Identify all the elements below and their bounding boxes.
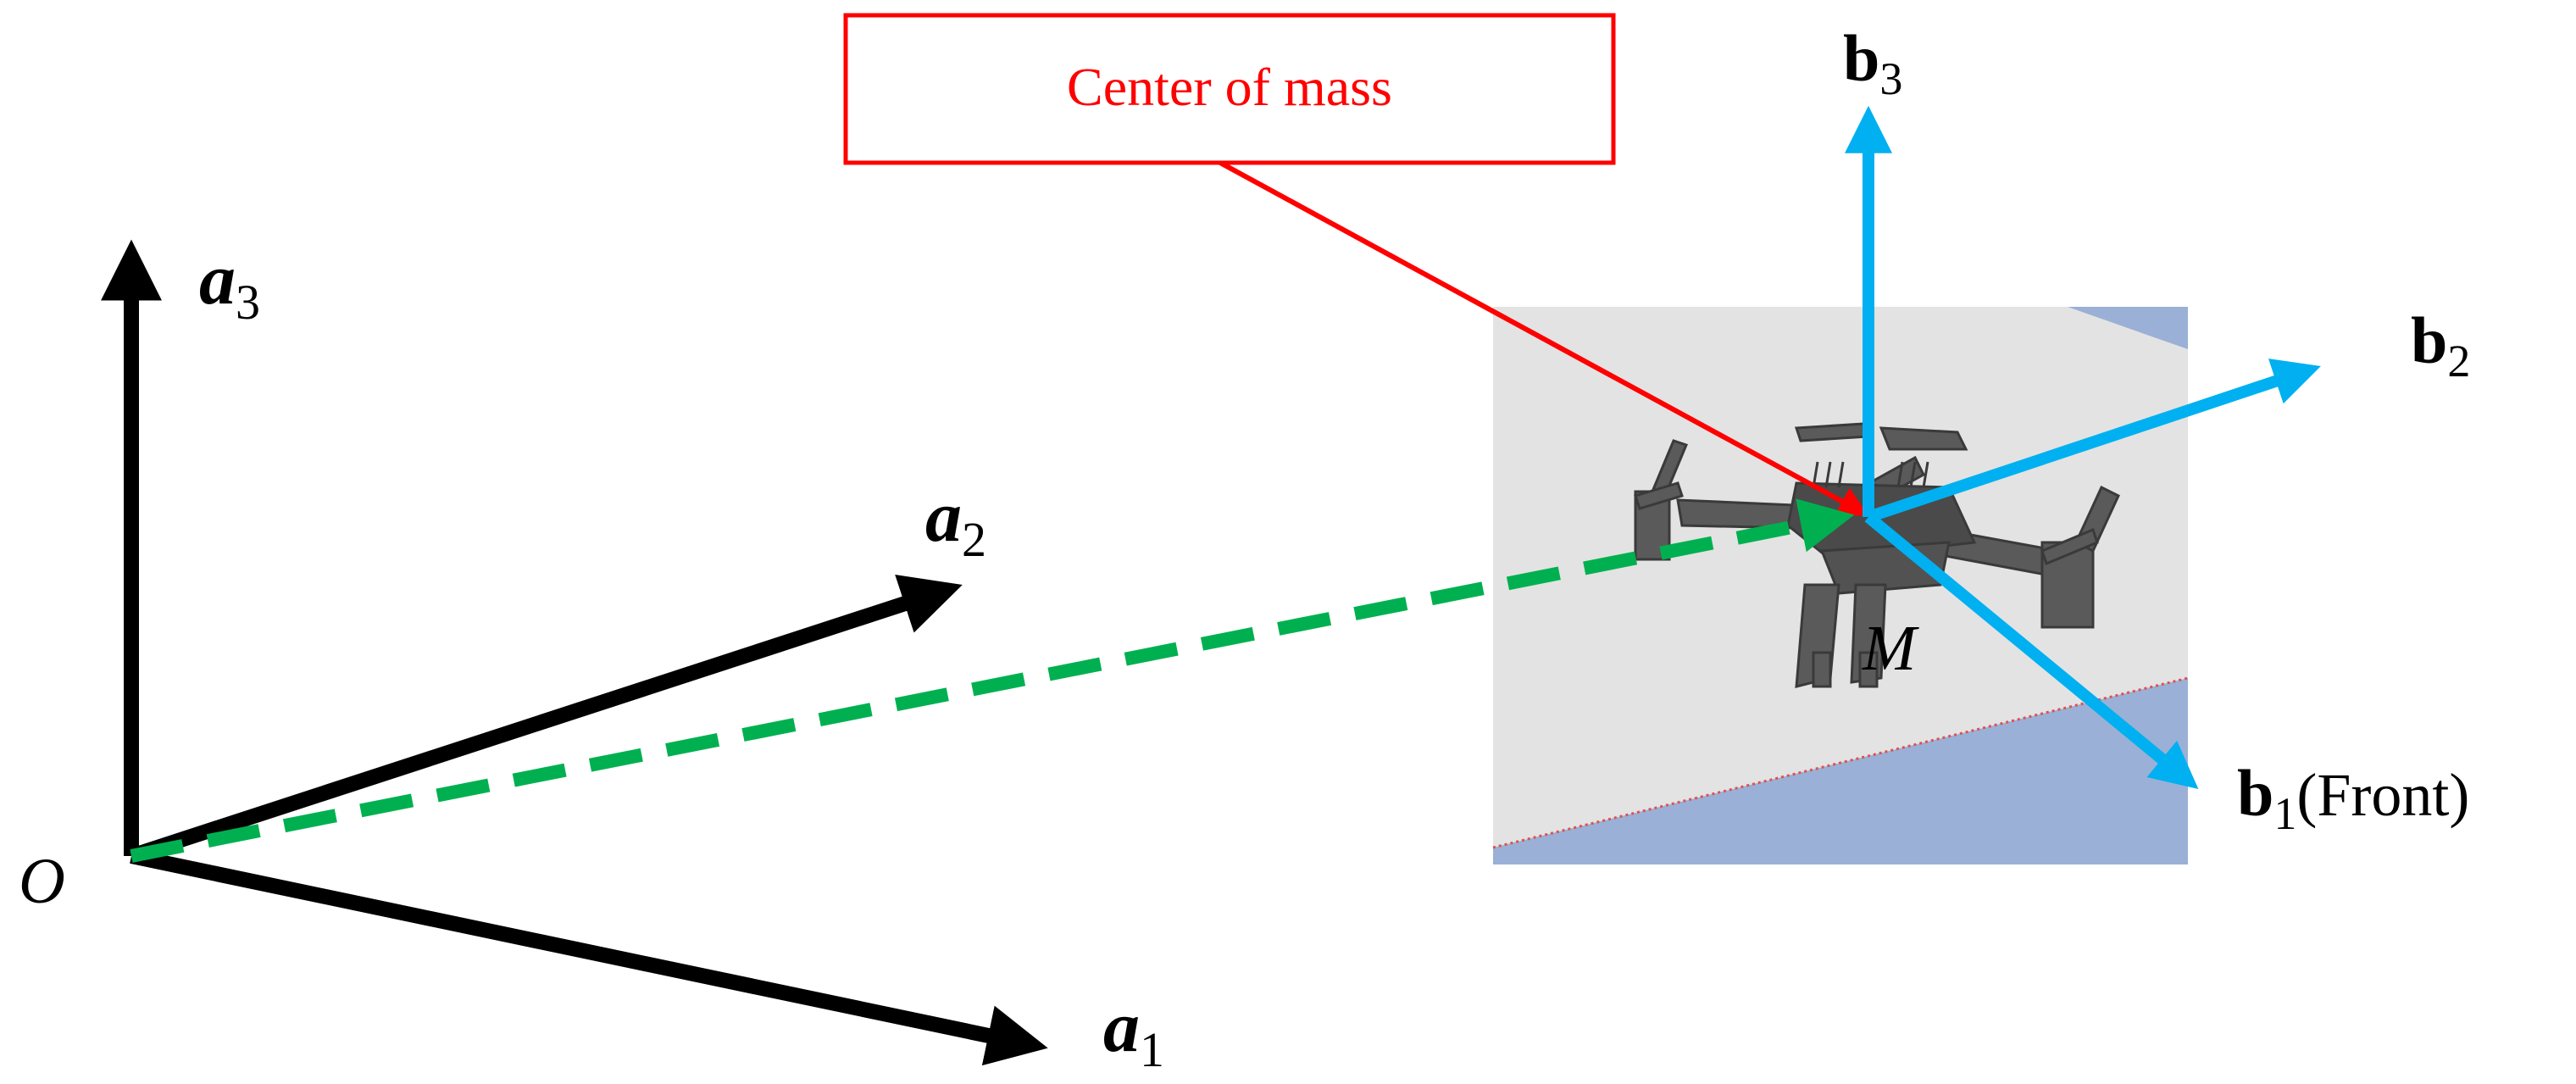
label-b1-front: b1(Front) — [2237, 756, 2469, 839]
axis-b1 — [1864, 512, 2199, 790]
label-point-m: M — [1862, 613, 1919, 684]
drone-prop-back-b — [1794, 422, 1871, 442]
body-frame — [1845, 105, 2321, 790]
center-of-mass-callout: Center of mass — [843, 13, 1869, 516]
drone-prop-back — [1879, 426, 1968, 451]
drone-claw-right — [1858, 651, 1879, 688]
position-vector-om — [130, 498, 1855, 863]
callout-text: Center of mass — [1067, 57, 1392, 117]
drone-scene-image — [1492, 307, 2189, 864]
label-a1: a1 — [1103, 986, 1164, 1077]
scene-floor-top — [2068, 307, 2188, 349]
axis-a2 — [129, 575, 963, 864]
axis-a1 — [130, 848, 1048, 1066]
label-b2: b2 — [2411, 303, 2470, 386]
label-a2: a2 — [925, 475, 986, 567]
scene-floor-edge — [1492, 676, 2189, 849]
drone-prop-right-b — [2040, 527, 2099, 566]
callout-pointer — [1219, 160, 1869, 516]
label-origin: O — [19, 846, 65, 917]
axis-b2 — [1866, 359, 2321, 523]
drone-antennas — [1812, 461, 1929, 488]
scene-floor — [1493, 678, 2188, 864]
world-frame — [101, 239, 1048, 1066]
drone-claw-left — [1812, 651, 1832, 688]
label-a3: a3 — [199, 238, 260, 330]
label-b3: b3 — [1843, 21, 1902, 104]
callout-box — [843, 13, 1616, 165]
drone-prop-left-b — [1634, 481, 1684, 510]
